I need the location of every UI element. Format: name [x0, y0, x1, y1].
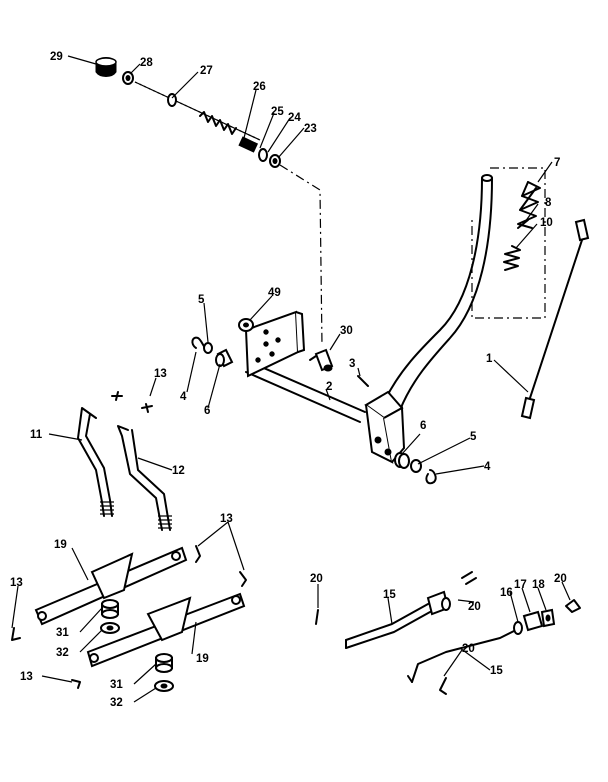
callout-8: 8 [545, 197, 552, 209]
callout-10: 10 [540, 217, 553, 229]
callout-49: 49 [268, 287, 281, 299]
callout-5-right: 5 [470, 431, 477, 443]
threaded-rod-27 [134, 81, 261, 141]
callout-17: 17 [514, 579, 527, 591]
spacer-31-lower [155, 653, 173, 673]
washer-16 [513, 621, 523, 635]
washer-5-right [410, 459, 422, 473]
callout-16: 16 [500, 587, 513, 599]
callout-20-a: 20 [310, 573, 323, 585]
washer-32-upper [100, 622, 120, 634]
callout-3: 3 [349, 358, 355, 370]
screw-3 [357, 375, 369, 387]
callout-13-left: 13 [10, 577, 23, 589]
callout-4-right: 4 [484, 461, 491, 473]
callout-32-upper: 32 [56, 647, 69, 659]
callout-18: 18 [532, 579, 545, 591]
spring-7 [517, 181, 541, 229]
washer-5-left [203, 342, 213, 354]
collar-25 [238, 136, 259, 153]
lift-arm-19-lower [86, 592, 246, 668]
clip-20-b [461, 571, 477, 585]
trunnion-30 [309, 348, 334, 372]
callout-20-c: 20 [554, 573, 567, 585]
callout-28: 28 [140, 57, 153, 69]
callout-19-upper: 19 [54, 539, 67, 551]
washer-28 [122, 71, 134, 85]
callout-27: 27 [200, 65, 213, 77]
lift-bracket [364, 390, 406, 464]
callout-15-upper: 15 [383, 589, 396, 601]
leader-lines [11, 55, 571, 703]
washer-49 [238, 318, 254, 332]
callout-6-right: 6 [420, 420, 426, 432]
bushing-6-left [215, 348, 234, 368]
lift-arm-19-upper [34, 546, 188, 626]
callout-31-upper: 31 [56, 627, 69, 639]
lift-link-12 [117, 425, 172, 531]
callout-15-lower: 15 [490, 665, 503, 677]
clip-4-right [425, 469, 437, 485]
callout-7: 7 [554, 157, 560, 169]
callout-13-bottom: 13 [20, 671, 33, 683]
lift-link-11 [77, 407, 114, 517]
rod-15-lower [407, 629, 517, 683]
lift-lever [384, 174, 493, 411]
cable-1 [520, 218, 590, 420]
callout-4-left: 4 [180, 391, 187, 403]
cotter-pin-13-right [195, 545, 247, 587]
lift-shaft-2 [245, 361, 366, 423]
callout-19-lower: 19 [196, 653, 209, 665]
callout-26: 26 [253, 81, 266, 93]
clip-20-c [565, 599, 581, 613]
callout-20-d: 20 [462, 643, 475, 655]
spacer-31-upper [101, 599, 119, 619]
spring-group-box [471, 167, 546, 319]
callout-5-left: 5 [198, 294, 205, 306]
callout-32-lower: 32 [110, 697, 123, 709]
callout-11: 11 [30, 429, 43, 441]
mounting-plate [244, 310, 306, 378]
callout-20-b: 20 [468, 601, 481, 613]
washer-24 [258, 148, 268, 162]
callout-31-lower: 31 [110, 679, 123, 691]
callout-6-left: 6 [204, 405, 210, 417]
spring-10 [503, 245, 521, 271]
bushing-6-right [394, 452, 410, 469]
callout-2: 2 [326, 381, 332, 393]
cotter-pin-13-bottom [71, 679, 81, 689]
callout-13-right: 13 [220, 513, 233, 525]
block-17 [522, 610, 544, 632]
knob-29 [95, 57, 117, 77]
washer-32-lower [154, 680, 174, 692]
callout-24: 24 [288, 112, 301, 124]
callout-23: 23 [304, 123, 317, 135]
callout-30: 30 [340, 325, 353, 337]
nut-23 [269, 154, 281, 168]
clip-20-a [315, 609, 319, 625]
nut-18 [540, 608, 556, 628]
clip-20-d [439, 677, 447, 695]
callout-29: 29 [50, 51, 63, 63]
rod-15-upper [345, 590, 451, 649]
cotter-pin-13-left [11, 627, 21, 641]
callout-13-upper: 13 [154, 368, 167, 380]
callout-12: 12 [172, 465, 185, 477]
spring-26 [199, 111, 237, 135]
cotter-pin-13-upper [111, 391, 153, 413]
callout-1: 1 [486, 353, 493, 365]
callout-25: 25 [271, 106, 284, 118]
